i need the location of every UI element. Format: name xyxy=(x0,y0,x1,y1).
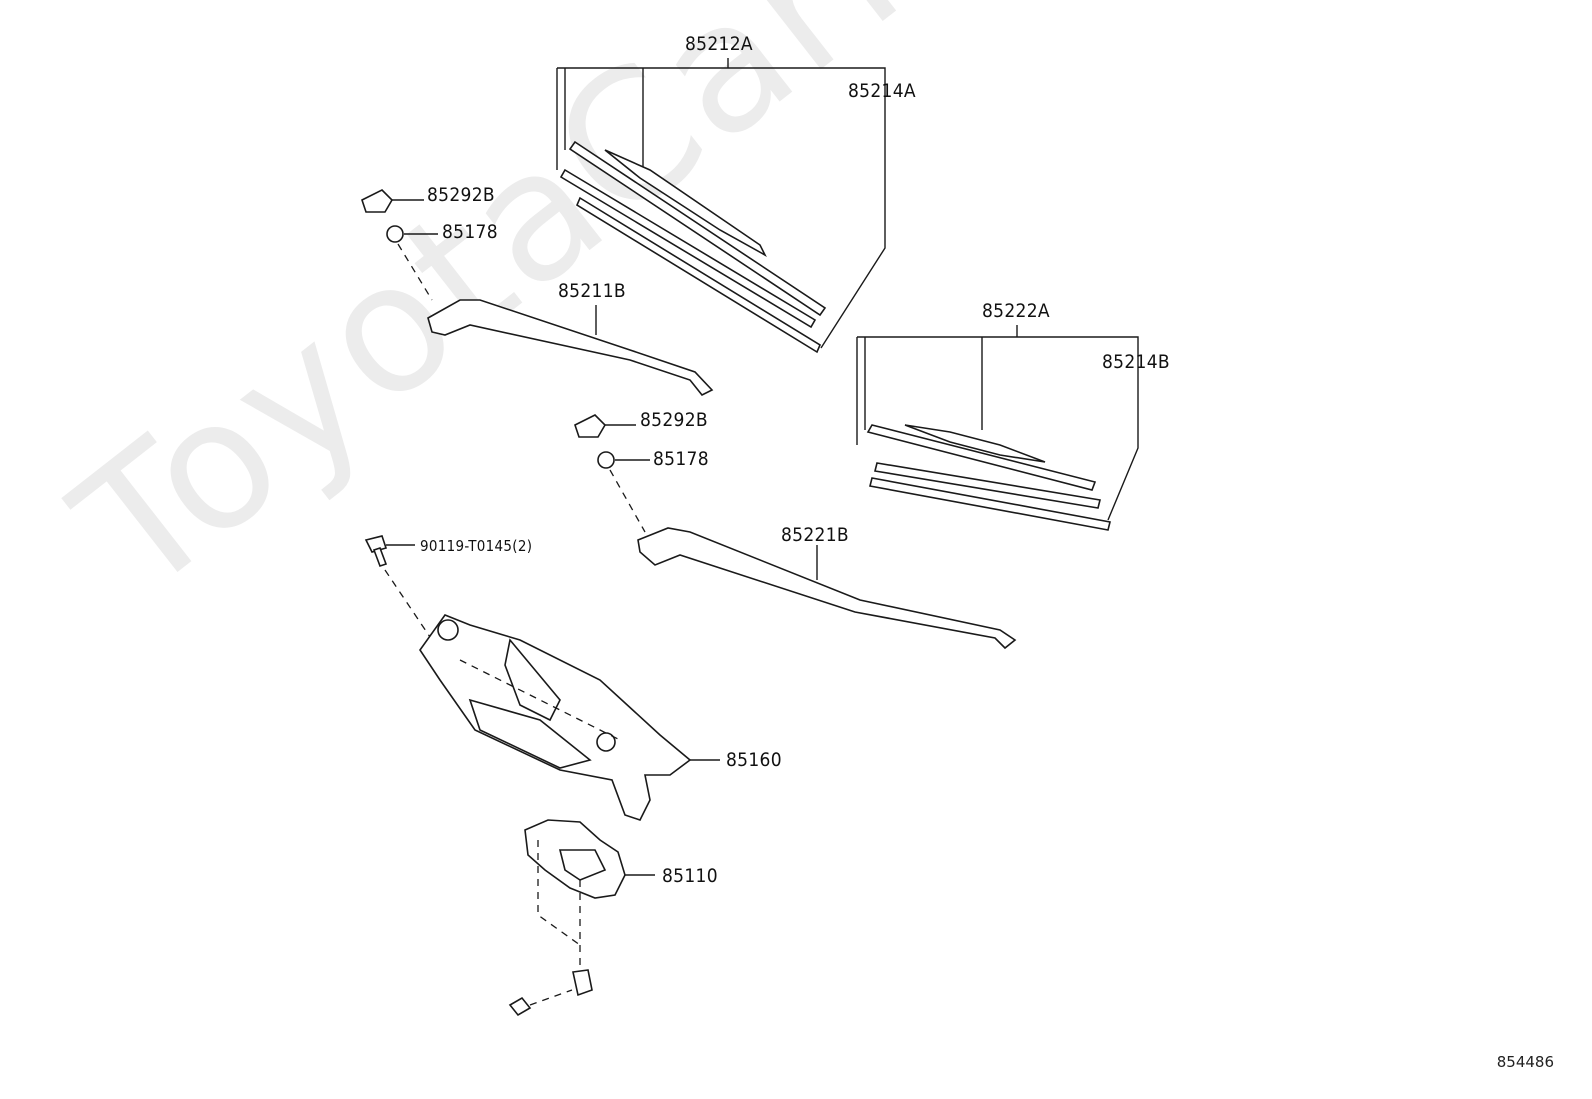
motor-bolt-part[interactable] xyxy=(508,989,573,1017)
callout-85214B[interactable]: 85214B xyxy=(1102,351,1170,373)
callout-85214A[interactable]: 85214A xyxy=(848,80,916,102)
cap-upper-part[interactable] xyxy=(361,189,424,213)
blade-a-leader-lines xyxy=(556,58,886,349)
nut-lower-part[interactable] xyxy=(597,451,650,533)
blade-b-leader-lines xyxy=(856,325,1139,521)
wiper-arm-left[interactable] xyxy=(427,299,714,397)
callout-85212A[interactable]: 85212A xyxy=(685,33,753,55)
wiper-blade-b[interactable] xyxy=(866,424,1111,531)
callout-85222A[interactable]: 85222A xyxy=(982,300,1050,322)
wiper-blade-a[interactable] xyxy=(559,140,827,354)
callout-85160[interactable]: 85160 xyxy=(726,749,782,771)
callout-90119-T0145[interactable]: 90119-T0145(2) xyxy=(420,537,533,555)
grommet-part[interactable] xyxy=(572,969,593,997)
callout-85178-upper[interactable]: 85178 xyxy=(442,221,498,243)
nut-upper-part[interactable] xyxy=(386,225,438,301)
cap-lower-part[interactable] xyxy=(574,414,636,438)
wiper-motor[interactable] xyxy=(524,819,655,975)
diagram-ref-number: 854486 xyxy=(1496,1053,1554,1071)
callout-85292B-upper[interactable]: 85292B xyxy=(427,184,495,206)
bolt-part[interactable] xyxy=(364,535,433,641)
callout-85178-lower[interactable]: 85178 xyxy=(653,448,709,470)
callout-85221B[interactable]: 85221B xyxy=(781,524,849,546)
callout-85292B-lower[interactable]: 85292B xyxy=(640,409,708,431)
callout-85110[interactable]: 85110 xyxy=(662,865,718,887)
wiper-arm-right[interactable] xyxy=(637,527,1017,650)
callout-85211B[interactable]: 85211B xyxy=(558,280,626,302)
wiper-link-assy[interactable] xyxy=(419,614,720,821)
